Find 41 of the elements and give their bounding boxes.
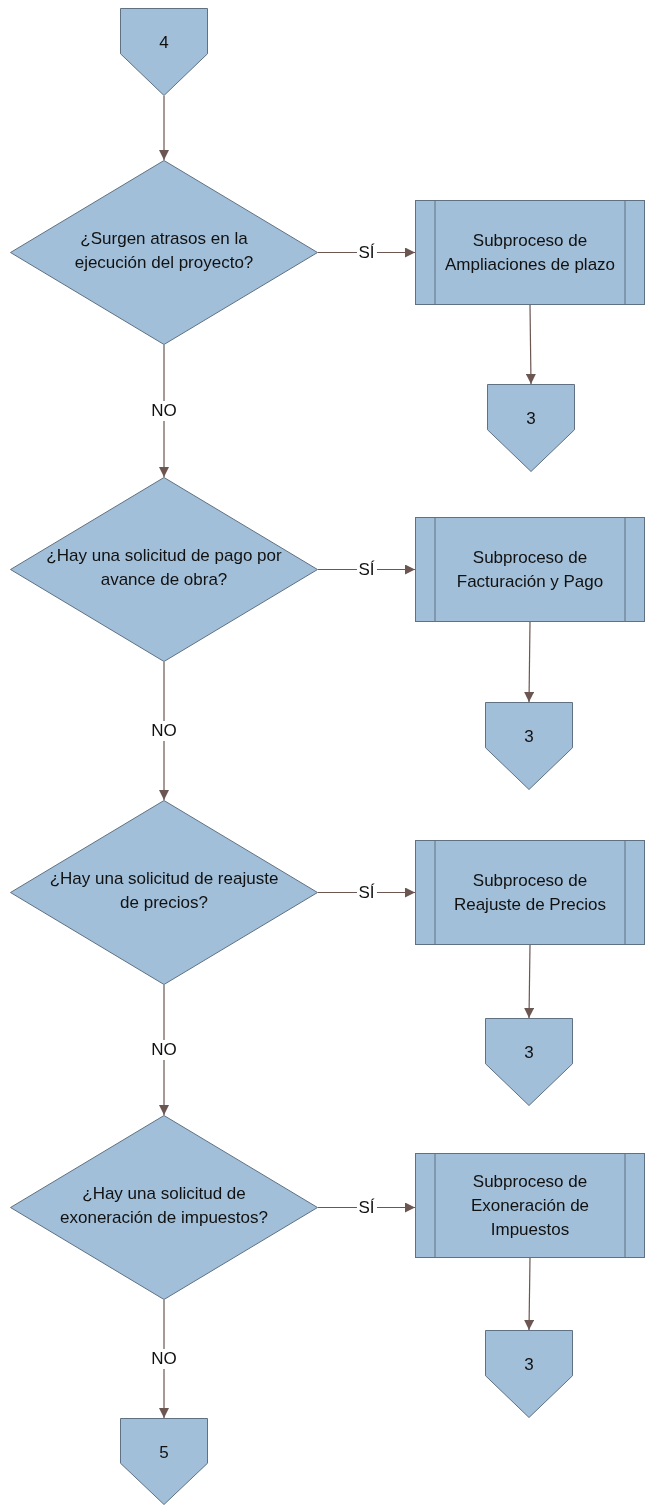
off-page-connector [120,8,208,96]
decision-diamond [10,160,318,345]
node-text: ¿Hay una solicitud de reajuste de precios? [48,867,280,914]
node-text: Subproceso de Exoneración de Impuestos [469,1170,591,1241]
arrow [317,247,416,258]
node-text: ¿Hay una solicitud de exoneración de impuestos? [59,1182,269,1229]
arrow [524,944,535,1019]
arrow [317,1202,416,1213]
decision-diamond [10,477,318,662]
arrow [525,304,536,385]
node-text: ¿Hay una solicitud de pago por avance de obra? [45,544,283,591]
node-text: ¿Surgen atrasos en la ejecución del proyecto? [73,227,255,274]
off-page-connector [485,1018,573,1106]
node-text: 3 [524,726,534,748]
subprocess-box [415,517,645,622]
node-text: 3 [524,1042,534,1064]
off-page-connector [485,1330,573,1418]
arrow [524,1257,535,1331]
subprocess-box [415,840,645,945]
arrow [524,621,535,703]
node-text: 4 [159,32,169,54]
arrow [159,95,169,161]
edge-label: NO [149,1040,179,1060]
edge-label: NO [149,401,179,421]
node-text: Subproceso de Reajuste de Precios [452,869,608,916]
subprocess-box [415,1153,645,1258]
node-text: 5 [159,1441,169,1464]
edge-label: NO [149,721,179,741]
arrow [317,887,416,898]
node-text: Subproceso de Ampliaciones de plazo [443,229,617,276]
edge-label: NO [149,1349,179,1369]
node-text: 3 [526,408,536,430]
off-page-connector [485,702,573,790]
subprocess-box [415,200,645,305]
node-text: 3 [524,1354,534,1376]
off-page-connector [120,1418,208,1505]
off-page-connector [487,384,575,472]
node-text: Subproceso de Facturación y Pago [455,546,605,593]
decision-diamond [10,1115,318,1300]
decision-diamond [10,800,318,985]
arrow [317,564,416,575]
